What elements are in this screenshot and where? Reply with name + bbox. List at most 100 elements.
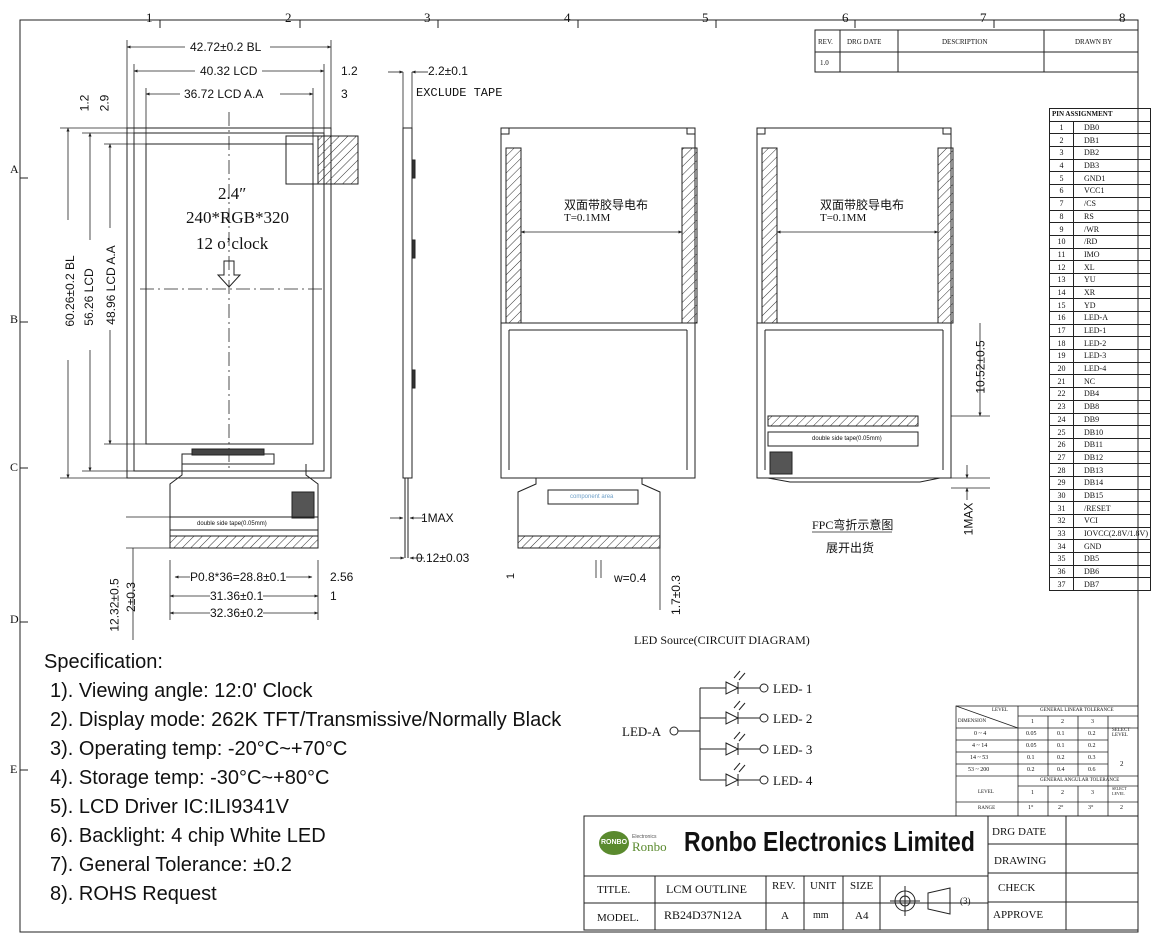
tol-col-3: 3 bbox=[1091, 719, 1094, 725]
pin-signal: DB3 bbox=[1073, 158, 1151, 173]
tol-angular-col-3: 3 bbox=[1091, 790, 1094, 796]
pin-number: 23 bbox=[1049, 399, 1074, 414]
pin-number: 4 bbox=[1049, 158, 1074, 173]
pin-number: 28 bbox=[1049, 463, 1074, 477]
pin-signal: LED-1 bbox=[1073, 323, 1151, 338]
pin-row: 9/WR bbox=[1049, 222, 1151, 236]
pin-signal: IOVCC(2.8V/1.8V) bbox=[1073, 526, 1151, 541]
pin-signal: DB11 bbox=[1073, 437, 1151, 452]
pin-signal: XR bbox=[1073, 285, 1151, 300]
pin-signal: /CS bbox=[1073, 196, 1151, 211]
grid-col-4: 4 bbox=[564, 10, 571, 25]
dim-1max-side: 1MAX bbox=[421, 511, 454, 525]
tol-col-2: 2 bbox=[1061, 719, 1064, 725]
signoff-check: CHECK bbox=[998, 882, 1036, 894]
spec-item: 4). Storage temp: -30°C~+80°C bbox=[50, 767, 330, 789]
dim-1-fpc: 1 bbox=[330, 589, 337, 603]
spec-item: 8). ROHS Request bbox=[50, 883, 217, 905]
tol-row-range: 53 ~ 200 bbox=[968, 767, 990, 773]
pin-number: 30 bbox=[1049, 488, 1074, 503]
pin-signal: NC bbox=[1073, 374, 1151, 389]
grid-col-2: 2 bbox=[285, 10, 292, 25]
tol-angular-selected: 2 bbox=[1120, 805, 1123, 811]
spec-item: 6). Backlight: 4 chip White LED bbox=[50, 825, 326, 847]
pin-row: 7/CS bbox=[1049, 196, 1151, 211]
pin-number: 9 bbox=[1049, 222, 1074, 236]
pin-signal: XL bbox=[1073, 260, 1151, 274]
spec-item: 7). General Tolerance: ±0.2 bbox=[50, 854, 292, 876]
grid-col-6: 6 bbox=[842, 10, 849, 25]
size-label: SIZE bbox=[850, 880, 874, 892]
pin-number: 17 bbox=[1049, 323, 1074, 338]
grid-row-b: B bbox=[10, 312, 19, 326]
ronbo-logo bbox=[599, 831, 629, 855]
led-symbol-1 bbox=[700, 670, 769, 695]
tol-row-value: 0.3 bbox=[1088, 755, 1096, 761]
pin-number: 13 bbox=[1049, 272, 1074, 287]
logo-badge: RONBO bbox=[601, 839, 628, 846]
dim-1-back: 1 bbox=[505, 572, 518, 580]
pin-number: 32 bbox=[1049, 514, 1074, 528]
spec-item: 3). Operating temp: -20°C~+70°C bbox=[50, 738, 348, 760]
spec-item: 2). Display mode: 262K TFT/Transmissive/… bbox=[50, 709, 562, 731]
rev-value: A bbox=[781, 910, 789, 922]
pin-number: 6 bbox=[1049, 184, 1074, 198]
unit-value: mm bbox=[813, 910, 829, 921]
pin-number: 11 bbox=[1049, 247, 1074, 262]
fold-tape-label: double side tape(0.05mm) bbox=[812, 436, 882, 442]
pin-number: 35 bbox=[1049, 552, 1074, 566]
pin-signal: IMO bbox=[1073, 247, 1151, 262]
pin-signal: /RD bbox=[1073, 234, 1151, 249]
back-tape-text: 双面带胶导电布 bbox=[564, 198, 649, 212]
tol-row-value: 0.2 bbox=[1088, 743, 1096, 749]
led-out-2: LED- 2 bbox=[773, 711, 813, 726]
grid-row-e: E bbox=[10, 762, 18, 776]
signoff-drg-date: DRG DATE bbox=[992, 826, 1047, 838]
spec-item: 5). LCD Driver IC:ILI9341V bbox=[50, 796, 289, 818]
tol-row-value: 0.2 bbox=[1088, 731, 1096, 737]
back-view bbox=[500, 127, 698, 610]
fold-tape-thickness: T=0.1MM bbox=[820, 212, 867, 224]
drg-date-header: DRG DATE bbox=[847, 38, 882, 46]
pin-signal: RS bbox=[1073, 209, 1151, 224]
unit-label: UNIT bbox=[810, 880, 837, 892]
screen-resolution: 240*RGB*320 bbox=[186, 208, 289, 227]
led-out-4: LED- 4 bbox=[773, 773, 813, 788]
pin-row: 31/RESET bbox=[1049, 501, 1151, 515]
projection-note: (3) bbox=[960, 896, 971, 906]
tol-range-label: RANGE bbox=[978, 806, 996, 811]
tol-row-value: 0.6 bbox=[1088, 767, 1096, 773]
pin-number: 25 bbox=[1049, 425, 1074, 439]
fold-caption: FPC弯折示意图 bbox=[812, 518, 894, 532]
tol-linear-title: GENERAL LINEAR TOLERANCE bbox=[1040, 708, 1114, 713]
rev-header: REV. bbox=[818, 38, 833, 46]
title-label: TITLE. bbox=[597, 884, 631, 896]
pin-number: 10 bbox=[1049, 234, 1074, 249]
pin-signal: DB6 bbox=[1073, 564, 1151, 579]
pin-number: 3 bbox=[1049, 146, 1074, 160]
pin-number: 20 bbox=[1049, 361, 1074, 376]
dim-thickness: 2.2±0.1 bbox=[428, 64, 468, 78]
back-tape-thickness: T=0.1MM bbox=[564, 212, 611, 224]
model-value: RB24D37N12A bbox=[664, 908, 743, 922]
pin-signal: DB0 bbox=[1073, 120, 1151, 135]
led-symbol-2 bbox=[700, 700, 769, 725]
pin-signal: DB7 bbox=[1073, 577, 1151, 592]
tol-angular-title: GENERAL ANGULAR TOLERANCE bbox=[1040, 778, 1120, 783]
pin-number: 31 bbox=[1049, 501, 1074, 515]
pin-signal: GND bbox=[1073, 539, 1151, 554]
tol-dimension-header: DIMENSION bbox=[958, 719, 987, 724]
front-tape-label: double side tape(0.05mm) bbox=[197, 521, 267, 527]
tol-select-level: SELECT LEVEL bbox=[1112, 728, 1131, 738]
grid-col-7: 7 bbox=[980, 10, 987, 25]
